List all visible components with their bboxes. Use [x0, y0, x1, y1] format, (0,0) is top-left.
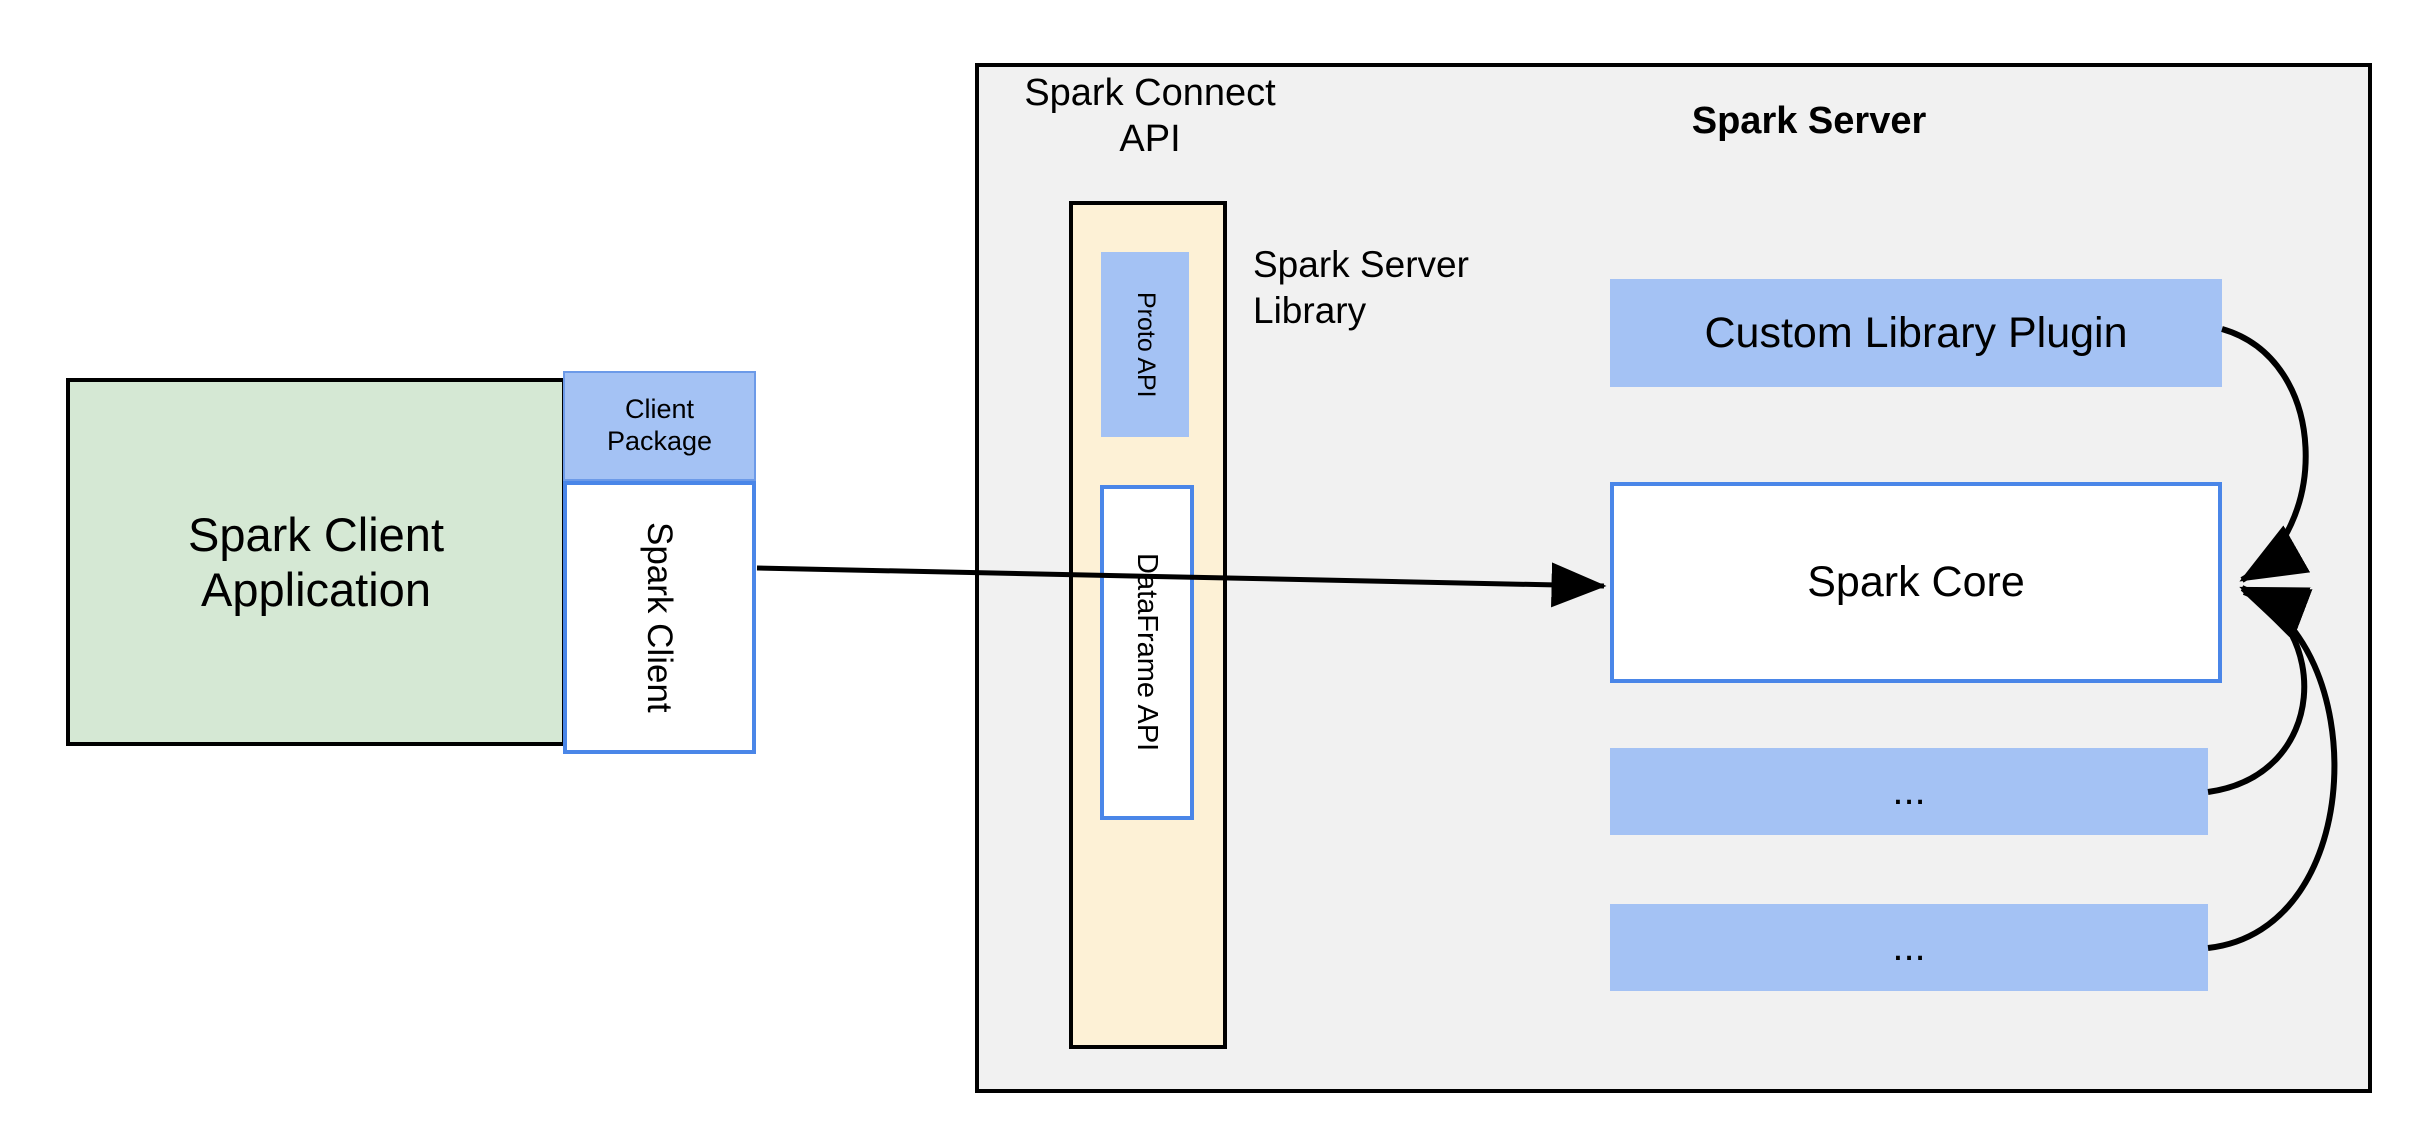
proto-api-block[interactable]: Proto API	[1101, 252, 1189, 437]
additional-plugin-block-one[interactable]: ...	[1610, 748, 2208, 835]
proto-api-label: Proto API	[1131, 291, 1160, 398]
ellipsis-label-one: ...	[1892, 768, 1926, 813]
spark-server-library-label: Spark Server Library	[1253, 244, 1469, 331]
spark-server-title: Spark Server	[1691, 100, 1927, 142]
dataframe-api-label: DataFrame API	[1131, 553, 1164, 752]
client-package-label: Client Package	[606, 394, 713, 456]
additional-plugin-block-two[interactable]: ...	[1610, 904, 2208, 991]
spark-client-label: Spark Client	[640, 522, 680, 713]
dataframe-api-block[interactable]: DataFrame API	[1100, 485, 1194, 820]
spark-connect-api-label: Spark Connect API	[1024, 72, 1276, 161]
spark-client-application-block[interactable]: Spark Client Application	[66, 378, 566, 746]
spark-core-block[interactable]: Spark Core	[1610, 482, 2222, 683]
custom-library-plugin-label: Custom Library Plugin	[1704, 308, 2128, 357]
spark-client-application-label: Spark Client Application	[188, 507, 444, 616]
spark-client-block[interactable]: Spark Client	[563, 481, 756, 754]
custom-library-plugin-block[interactable]: Custom Library Plugin	[1610, 279, 2222, 387]
client-package-block[interactable]: Client Package	[563, 371, 756, 481]
spark-core-label: Spark Core	[1807, 558, 2025, 607]
ellipsis-label-two: ...	[1892, 924, 1926, 969]
